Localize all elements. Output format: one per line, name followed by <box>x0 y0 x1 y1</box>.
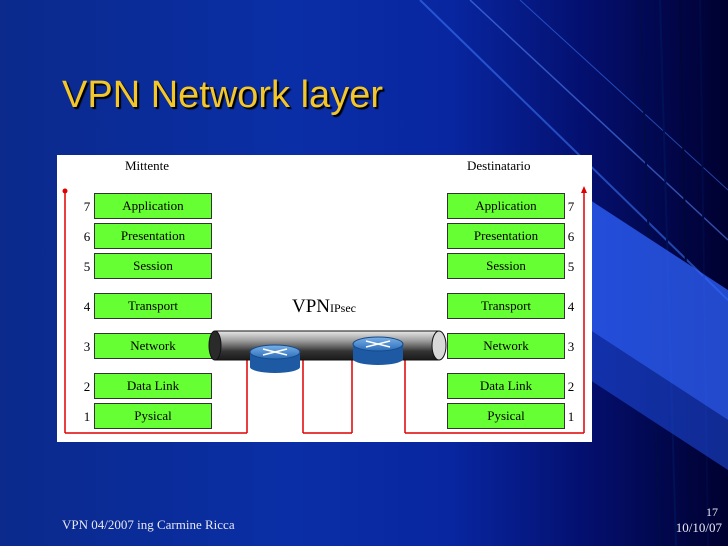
receiver-layer-5: Session <box>447 253 565 279</box>
tunnel-label: VPNIPsec <box>292 296 356 318</box>
receiver-label: Destinatario <box>467 158 531 173</box>
sender-layer-5: Session <box>94 253 212 279</box>
receiver-num-1: 1 <box>567 409 575 424</box>
sender-label: Mittente <box>125 158 170 173</box>
sender-num-7: 7 <box>83 199 91 214</box>
tunnel-pipe <box>214 330 440 361</box>
sender-num-1: 1 <box>83 409 91 424</box>
receiver-layer-3: Network <box>447 333 565 359</box>
receiver-num-4: 4 <box>567 299 575 314</box>
router-icon <box>352 336 404 365</box>
path-end-arrow <box>581 186 587 193</box>
receiver-layer-1: Pysical <box>447 403 565 429</box>
vpn-tunnel-graphic <box>62 186 587 434</box>
receiver-num-7: 7 <box>567 199 575 214</box>
sender-num-6: 6 <box>83 229 91 244</box>
sender-num-2: 2 <box>83 379 91 394</box>
tunnel-label-main: VPN <box>292 296 331 317</box>
sender-layer-1: Pysical <box>94 403 212 429</box>
data-path-line <box>64 191 585 434</box>
footer-author: VPN 04/2007 ing Carmine Ricca <box>62 517 235 532</box>
router-icon <box>249 344 301 373</box>
sender-layer-6: Presentation <box>94 223 212 249</box>
receiver-layer-6: Presentation <box>447 223 565 249</box>
receiver-num-2: 2 <box>567 379 575 394</box>
sender-layer-2: Data Link <box>94 373 212 399</box>
receiver-num-6: 6 <box>567 229 575 244</box>
tunnel-label-sub: IPsec <box>330 301 357 315</box>
receiver-layer-7: Application <box>447 193 565 219</box>
receiver-layer-2: Data Link <box>447 373 565 399</box>
receiver-num-3: 3 <box>567 339 575 354</box>
sender-layer-7: Application <box>94 193 212 219</box>
sender-num-5: 5 <box>83 259 91 274</box>
osi-vpn-diagram: Mittente Destinatario Application Presen… <box>57 155 592 442</box>
page-number: 17 <box>706 505 718 519</box>
path-start-dot <box>62 188 68 194</box>
receiver-num-5: 5 <box>567 259 575 274</box>
sender-layer-3: Network <box>94 333 212 359</box>
sender-num-4: 4 <box>83 299 91 314</box>
receiver-layer-4: Transport <box>447 293 565 319</box>
sender-num-3: 3 <box>83 339 91 354</box>
sender-layer-4: Transport <box>94 293 212 319</box>
slide-date: 10/10/07 <box>675 520 722 535</box>
slide-title: VPN Network layer <box>62 74 383 116</box>
